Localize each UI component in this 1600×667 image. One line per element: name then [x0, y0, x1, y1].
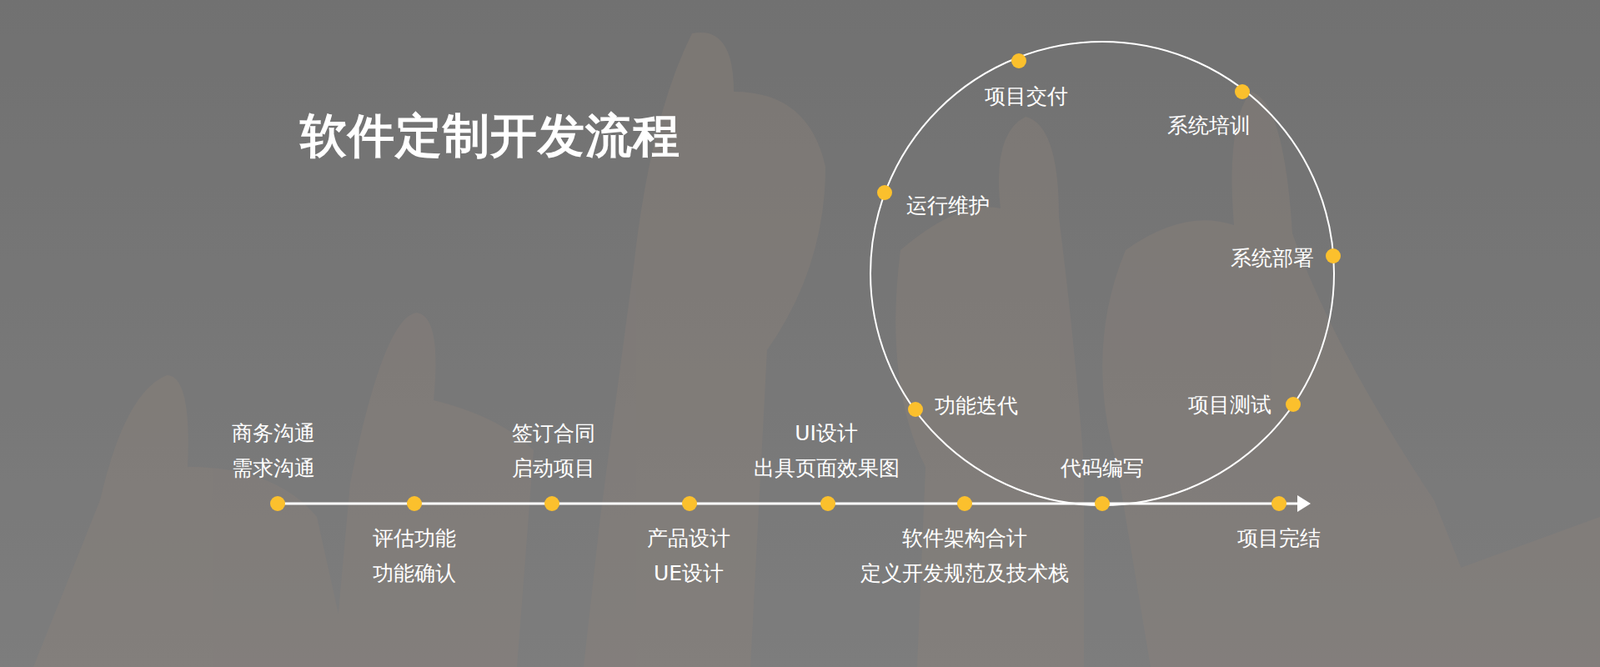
stage-label: 产品设计 — [647, 526, 731, 552]
cycle-circle — [870, 41, 1335, 506]
stage-label: 系统部署 — [1230, 245, 1315, 271]
stage-label: UI设计 — [794, 421, 858, 447]
stage-label: 项目完结 — [1237, 526, 1321, 552]
timeline — [277, 502, 1301, 506]
stage-label: 运行维护 — [906, 193, 990, 219]
stage-label: 功能确认 — [372, 561, 457, 587]
stage-label: 启动项目 — [511, 456, 596, 482]
stage-label: 商务沟通 — [231, 421, 316, 447]
timeline-arrowhead — [1297, 495, 1311, 512]
cycle-dots — [877, 53, 1341, 417]
stage-label: 出具页面效果图 — [753, 456, 900, 482]
stage-label: 项目交付 — [984, 84, 1069, 110]
stage-label: 项目测试 — [1188, 392, 1272, 418]
stage-label: 定义开发规范及技术栈 — [860, 561, 1069, 587]
stage-label: UE设计 — [653, 561, 724, 587]
stage-label: 软件架构合计 — [902, 526, 1028, 552]
stage-label: 代码编写 — [1060, 456, 1144, 482]
stage-label: 功能迭代 — [934, 393, 1019, 419]
title: 软件定制开发流程 — [300, 107, 681, 164]
stage-label: 需求沟通 — [231, 456, 316, 482]
timeline-dots — [270, 496, 1287, 512]
stage-label: 签订合同 — [511, 421, 596, 447]
stage-label: 系统培训 — [1167, 113, 1251, 139]
stage-label: 评估功能 — [372, 526, 457, 552]
